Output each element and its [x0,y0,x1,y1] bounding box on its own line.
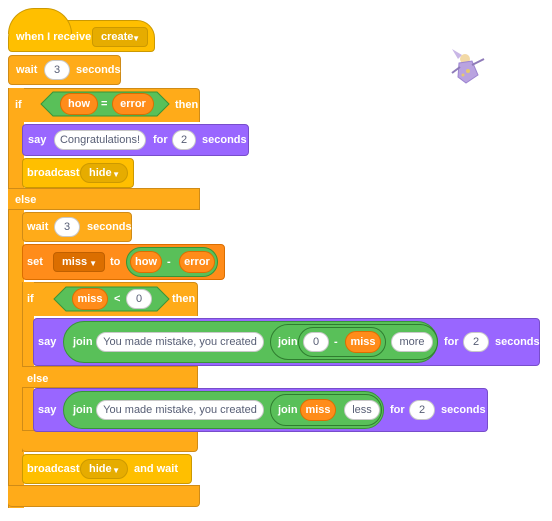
error-variable[interactable]: error [179,251,215,273]
join-label: join [73,404,93,416]
compare-value-input[interactable]: 0 [126,289,152,309]
join-label: join [73,336,93,348]
miss-variable[interactable]: miss [300,399,336,421]
join-text-input[interactable]: You made mistake, you created [96,400,264,420]
zero-input[interactable]: 0 [303,332,329,352]
say-label: say [38,404,57,416]
say-text-input[interactable]: Congratulations! [54,130,146,150]
join-label: join [278,336,298,348]
else-label: else [27,373,49,385]
chevron-down-icon: ▼ [132,34,140,43]
wait-label: wait [27,221,49,233]
error-variable[interactable]: error [112,93,154,115]
hat-cap [8,8,72,34]
broadcast-dropdown[interactable]: hide▼ [80,163,128,183]
how-variable[interactable]: how [60,93,98,115]
seconds-label: seconds [495,336,540,348]
say-seconds-input[interactable]: 2 [172,130,196,150]
seconds-label: seconds [441,404,486,416]
wait-label: wait [16,64,38,76]
chevron-down-icon: ▼ [89,259,97,268]
seconds-label: seconds [76,64,121,76]
if-else-outer-bottom [8,485,200,507]
for-label: for [390,404,405,416]
broadcast-label: broadcast [27,167,80,179]
then-label: then [172,293,196,305]
equals-label: = [101,98,108,110]
join-word-input[interactable]: more [391,332,433,352]
how-variable[interactable]: how [130,251,162,273]
minus-label: - [334,336,338,348]
join-text-input[interactable]: You made mistake, you created [96,332,264,352]
chevron-down-icon: ▼ [112,170,120,179]
broadcast-dropdown[interactable]: hide▼ [80,459,128,479]
for-label: for [444,336,459,348]
less-than-label: < [114,293,121,305]
seconds-label: seconds [202,134,247,146]
else-bar [22,366,198,388]
variable-dropdown[interactable]: miss▼ [53,252,105,272]
for-label: for [153,134,168,146]
miss-variable[interactable]: miss [72,288,108,310]
message-dropdown[interactable]: create▼ [92,27,148,47]
if-else-inner-bottom [22,430,198,452]
wizard-sprite-icon[interactable] [446,45,488,85]
when-i-receive-label: when I receive [16,31,92,43]
else-label: else [15,194,37,206]
seconds-label: seconds [87,221,132,233]
and-wait-label: and wait [134,463,179,475]
join-word-input[interactable]: less [344,400,380,420]
join-label: join [278,404,298,416]
chevron-down-icon: ▼ [112,466,120,475]
say-seconds-input[interactable]: 2 [463,332,489,352]
then-label: then [175,99,199,111]
if-label: if [27,293,34,305]
less-than-operator[interactable] [53,286,170,312]
say-label: say [38,336,57,348]
wait-seconds-input[interactable]: 3 [54,217,80,237]
broadcast-label: broadcast [27,463,80,475]
say-label: say [28,134,47,146]
to-label: to [110,256,121,268]
say-seconds-input[interactable]: 2 [409,400,435,420]
set-label: set [27,256,43,268]
minus-label: - [167,256,171,268]
miss-variable[interactable]: miss [345,331,381,353]
else-bar [8,188,200,210]
wait-seconds-input[interactable]: 3 [44,60,70,80]
if-label: if [15,99,22,111]
